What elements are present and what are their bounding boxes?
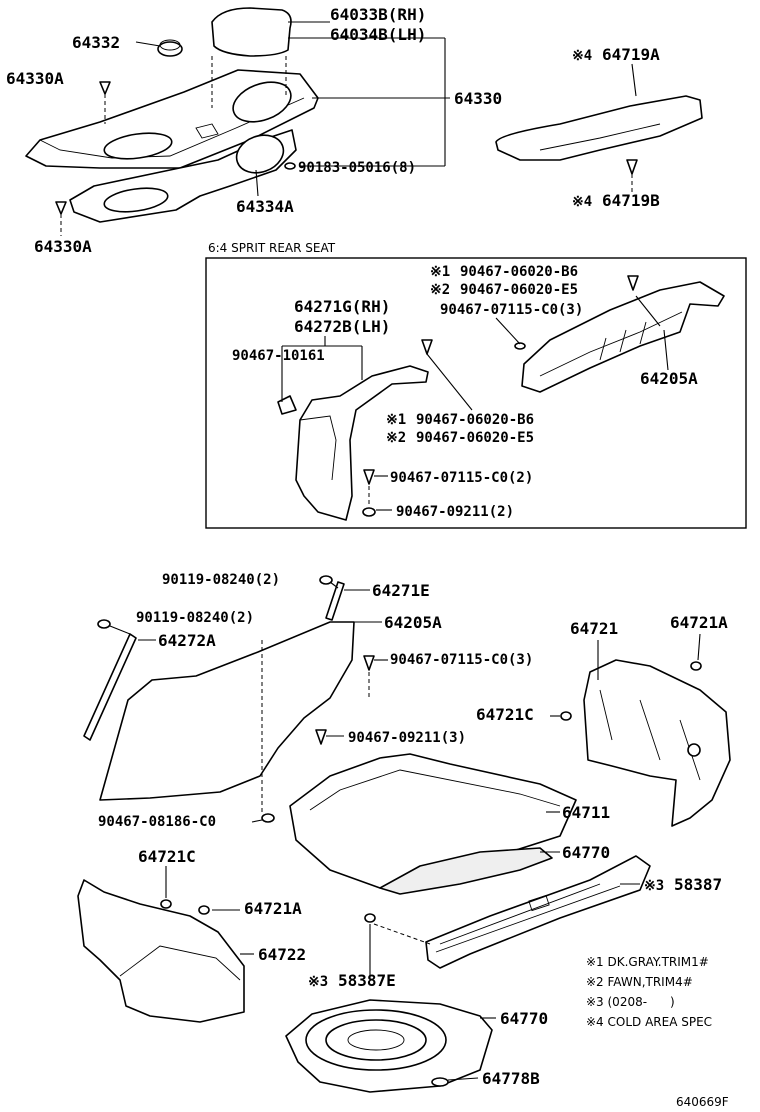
label-64334a: 64334A [236,197,294,216]
cold-area-cover-part [495,95,703,161]
label-90467-06020-e5-mid: 90467-06020-E5 [416,430,534,446]
label-64033b: 64033B(RH) [330,5,426,24]
label-90467-07115-c0-3: 90467-07115-C0(3) [390,652,533,668]
label-90467-07115-top: 90467-07115-C0(3) [440,302,583,318]
label-64778b: 64778B [482,1069,540,1088]
label-90467-06020-b6-mid: 90467-06020-B6 [416,412,534,428]
label-64721: 64721 [570,619,618,638]
label-64330a-bottom: 64330A [34,237,92,256]
legend: ※1 DK.GRAY.TRIM1# ※2 FAWN,TRIM4# ※3 (020… [586,955,712,1029]
upper-strut-part [325,581,345,621]
left-side-trim-part [77,879,245,1023]
label-64205a-box: 64205A [640,369,698,388]
label-90183: 90183-05016(8) [298,160,416,176]
mark-3-left: ※3 [308,974,328,990]
mark-1-top: ※1 [430,264,450,280]
rear-strut-part [83,633,137,741]
split-seat-box [205,257,747,529]
label-90467-10161: 90467-10161 [232,348,325,364]
box-trim-panel-part [521,281,725,393]
label-64332: 64332 [72,33,120,52]
cold-area-cover-group [495,95,703,175]
sill-plate-part [425,855,651,969]
right-side-trim-part [583,659,731,827]
legend-item-4: ※4 COLD AREA SPEC [586,1015,712,1029]
label-90119-b: 90119-08240(2) [136,610,254,626]
label-64330: 64330 [454,89,502,108]
label-64271g: 64271G(RH) [294,297,390,316]
label-64711: 64711 [562,803,610,822]
label-90467-09211-3: 90467-09211(3) [348,730,466,746]
mark-4-bottom: ※4 [572,194,592,210]
label-90467-06020-b6-top: 90467-06020-B6 [460,264,578,280]
seat-side-frame-part [295,365,429,521]
label-58387e: 58387E [338,971,396,990]
label-90467-09211-2: 90467-09211(2) [396,504,514,520]
legend-item-1: ※1 DK.GRAY.TRIM1# [586,955,709,969]
legend-item-3: ※3 (0208- ) [586,995,675,1009]
label-64271e: 64271E [372,581,430,600]
mark-1-mid: ※1 [386,412,406,428]
label-64722: 64722 [258,945,306,964]
label-64205a: 64205A [384,613,442,632]
mark-3-right: ※3 [644,878,664,894]
cap-part [157,41,183,57]
label-64330a-top: 64330A [6,69,64,88]
trunk-mat-part [289,753,577,889]
label-64721a-left: 64721A [244,899,302,918]
diagram-id: 640669F [676,1095,729,1109]
label-90467-08186: 90467-08186-C0 [98,814,216,830]
label-64719b: 64719B [602,191,660,210]
label-64272a: 64272A [158,631,216,650]
label-90119-a: 90119-08240(2) [162,572,280,588]
label-64034b: 64034B(LH) [330,25,426,44]
label-90467-06020-e5-top: 90467-06020-E5 [460,282,578,298]
split-seat-parts [277,275,725,521]
deck-board-part [379,847,553,895]
label-64721a-right: 64721A [670,613,728,632]
label-64719a: 64719A [602,45,660,64]
label-90467-07115-c0-2: 90467-07115-C0(2) [390,470,533,486]
mark-4-top: ※4 [572,48,592,64]
label-58387: 58387 [674,875,722,894]
rear-trim-panel-part [99,621,355,801]
mark-2-mid: ※2 [386,430,406,446]
label-64770-bottom: 64770 [500,1009,548,1028]
label-64721c-left: 64721C [138,847,196,866]
label-64272b: 64272B(LH) [294,317,390,336]
label-64770-mid: 64770 [562,843,610,862]
label-64721c-right: 64721C [476,705,534,724]
split-seat-title: 6:4 SPRIT REAR SEAT [208,241,336,255]
speaker-cover-part [211,7,292,57]
package-tray-group [25,7,319,223]
trunk-lining-group [77,575,731,1093]
mark-2-top: ※2 [430,282,450,298]
legend-item-2: ※2 FAWN,TRIM4# [586,975,693,989]
